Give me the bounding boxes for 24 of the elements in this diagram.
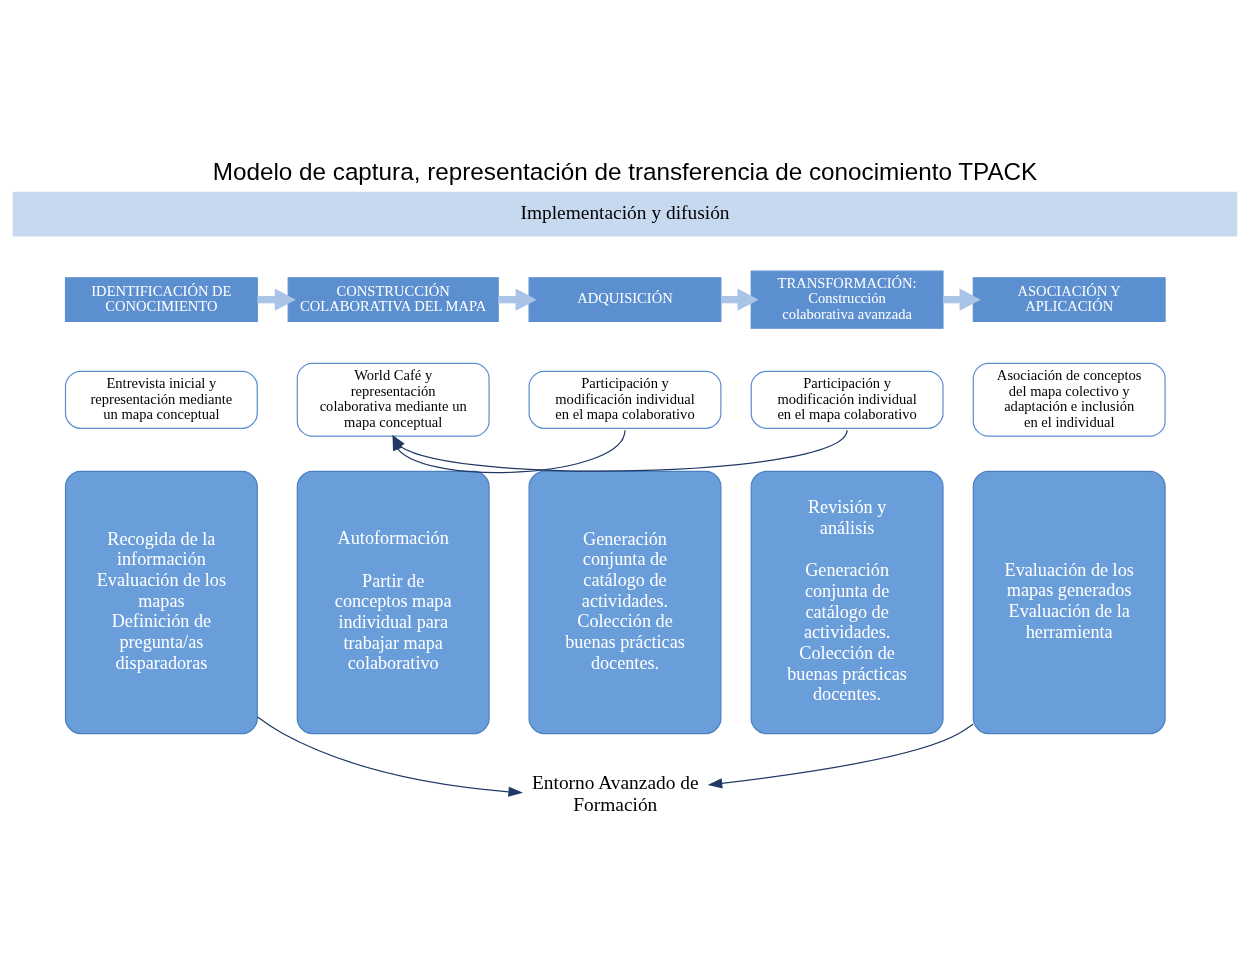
arrow: [721, 288, 759, 311]
node-box: Asociación de conceptos del mapa colectivo y adaptación e inclusión en el individual: [972, 362, 1166, 437]
node-text: Entorno Avanzado de Formación: [531, 771, 699, 815]
node-box: Participación y modificación individual en el mapa colaborativo: [528, 370, 722, 429]
node-box: IDENTIFICACIÓN DE CONOCIMIENTO: [64, 276, 258, 322]
arrow: [257, 716, 523, 797]
node-box: ADQUISICIÓN: [528, 276, 722, 322]
node-box: TRANSFORMACIÓN: Construcción colaborativa avanzada: [750, 270, 944, 329]
node-box: Entrevista inicial y representación mediante un mapa conceptual: [64, 370, 258, 429]
node-box: Generación conjunta de catálogo de actividades. Colección de buenas prácticas docentes.: [528, 470, 722, 734]
node-box: CONSTRUCCIÓN COLABORATIVA DEL MAPA: [287, 276, 499, 322]
arrow: [498, 288, 537, 311]
arrow: [707, 723, 974, 788]
node-box: Implementación y difusión: [12, 191, 1238, 237]
arrow: [943, 288, 981, 311]
arrow: [257, 288, 296, 311]
node-box: Revisión y análisis Generación conjunta de catálogo de actividades. Colección de buenas prácticas docentes.: [750, 470, 944, 734]
diagram-title: Modelo de captura, representación de transferencia de conocimiento TPACK: [212, 157, 1038, 185]
node-box: Evaluación de los mapas generados Evaluación de la herramienta: [972, 470, 1166, 734]
node-box: World Café y representación colaborativa mediante un mapa conceptual: [296, 362, 490, 437]
node-box: Recogida de la información Evaluación de los mapas Definición de pregunta/as disparadoras: [64, 470, 258, 734]
node-box: ASOCIACIÓN Y APLICACIÓN: [972, 276, 1166, 322]
node-box: Participación y modificación individual en el mapa colaborativo: [750, 370, 944, 429]
node-box: Autoformación Partir de conceptos mapa individual para trabajar mapa colaborativo: [296, 470, 490, 734]
